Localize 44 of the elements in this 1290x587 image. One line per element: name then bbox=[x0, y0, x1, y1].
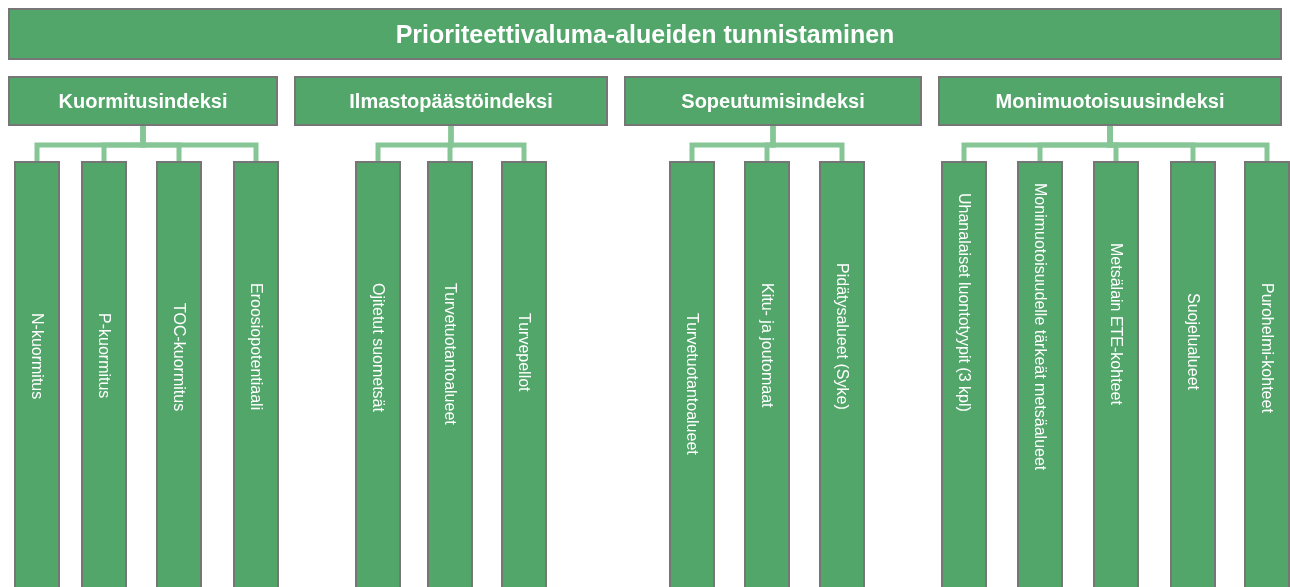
title-bar bbox=[8, 8, 1282, 60]
criterion-column bbox=[819, 161, 865, 587]
criterion-column bbox=[501, 161, 547, 587]
criterion-column bbox=[744, 161, 790, 587]
criterion-label: Pidätysalueet (Syke) bbox=[833, 263, 851, 410]
tree-connector bbox=[1107, 126, 1270, 161]
criterion-column bbox=[233, 161, 279, 587]
criterion-label: Uhanalaiset luontotyypit (3 kpl) bbox=[955, 193, 973, 412]
category-label: Kuormitusindeksi bbox=[58, 89, 228, 113]
tree-connector bbox=[770, 126, 845, 161]
criterion-label: Monimuotoisuudelle tärkeät metsäalueet bbox=[1031, 183, 1049, 471]
criterion-label: Eroosiopotentiaali bbox=[247, 283, 265, 411]
category-label: Ilmastopäästöindeksi bbox=[349, 89, 553, 113]
criterion-label: N-kuormitus bbox=[28, 313, 46, 400]
category-box bbox=[8, 76, 278, 126]
category-box bbox=[624, 76, 922, 126]
criterion-column bbox=[1093, 161, 1139, 587]
criterion-column bbox=[81, 161, 127, 587]
criterion-label: Suojelualueet bbox=[1184, 293, 1202, 390]
criterion-label: P-kuormitus bbox=[95, 313, 113, 399]
criterion-column bbox=[1170, 161, 1216, 587]
criterion-column bbox=[1017, 161, 1063, 587]
criterion-label: TOC-kuormitus bbox=[170, 303, 188, 412]
category-box bbox=[938, 76, 1282, 126]
category-label: Monimuotoisuusindeksi bbox=[995, 89, 1225, 113]
criterion-column bbox=[427, 161, 473, 587]
title-text: Prioriteettivaluma-alueiden tunnistaminen bbox=[395, 19, 895, 49]
criterion-column bbox=[669, 161, 715, 587]
criterion-label: Kitu- ja joutomaat bbox=[758, 283, 776, 408]
criterion-column bbox=[355, 161, 401, 587]
criterion-column bbox=[14, 161, 60, 587]
criterion-label: Turvepellot bbox=[515, 313, 533, 392]
tree-connector bbox=[140, 126, 259, 161]
criterion-label: Turvetuotantoalueet bbox=[683, 313, 701, 455]
criterion-column bbox=[941, 161, 987, 587]
criterion-label: Purohelmi-kohteet bbox=[1258, 283, 1276, 413]
criterion-column bbox=[1244, 161, 1290, 587]
criterion-label: Metsälain ETE-kohteet bbox=[1107, 243, 1125, 405]
category-label: Sopeutumisindeksi bbox=[681, 89, 865, 113]
criterion-label: Ojitetut suometsät bbox=[369, 283, 387, 412]
criterion-label: Turvetuotantoalueet bbox=[441, 283, 459, 425]
tree-connector bbox=[448, 126, 527, 161]
category-box bbox=[294, 76, 608, 126]
criterion-column bbox=[156, 161, 202, 587]
